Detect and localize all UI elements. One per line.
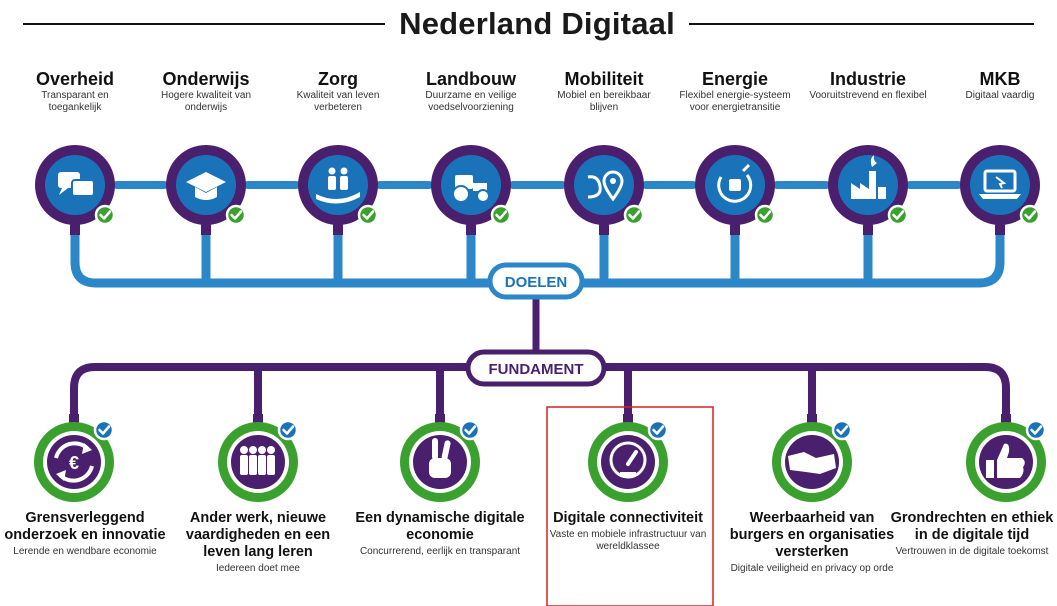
check-badge-icon [831,419,853,441]
goal-node [960,145,1041,235]
foundation-subtitle: Concurrerend, eerlijk en transparant [359,546,521,557]
goal-node [564,145,645,235]
foundation-subtitle: Vaste en mobiele infrastructuur van were… [549,529,707,552]
check-badge-icon [490,204,512,226]
highlight-box [546,406,714,606]
foundation-node [218,414,299,502]
foundation-label: Weerbaarheid van burgers en organisaties… [727,510,897,575]
goal-node [298,145,379,235]
factory-icon [851,155,886,199]
foundation-title: Digitale connectiviteit [553,510,703,526]
check-badge-icon [459,419,481,441]
check-badge-icon [754,204,776,226]
goal-node [828,145,909,235]
doelen-label: DOELEN [505,274,568,291]
foundation-subtitle: Iedereen doet mee [216,563,300,574]
svg-text:€: € [69,453,79,473]
title-rule-right [688,23,1034,25]
foundation-title: Grondrechten en ethiek in de digitale ti… [890,510,1054,543]
foundation-title: Een dynamische digitale economie [355,510,525,543]
page-title: Nederland Digitaal [399,6,675,41]
goal-title: Energie [701,69,769,89]
goal-subtitle: Transparant en toegankelijk [41,90,109,113]
tractor-icon [452,175,490,203]
thumbs-up-icon [986,443,1025,478]
goal-node [166,145,247,235]
check-badge-icon [1025,419,1047,441]
foundation-node [588,414,669,502]
goal-subtitle: Kwaliteit van leven verbeteren [296,90,380,113]
goal-title: Mobiliteit [564,69,644,89]
check-badge-icon [887,204,909,226]
speedometer-icon [609,441,647,479]
check-badge-icon [647,419,669,441]
victory-hand-icon [429,438,451,478]
goal-node [695,145,776,235]
check-badge-icon [1019,204,1041,226]
goal-subtitle: Hogere kwaliteit van onderwijs [160,90,252,113]
check-badge-icon [93,419,115,441]
foundation-connector-pipes [70,363,1010,424]
goal-subtitle: Digitaal vaardig [965,90,1035,101]
plug-icon [717,163,753,203]
foundation-label: Ander werk, nieuwe vaardigheden en een l… [173,510,343,575]
fundament-label: FUNDAMENT [489,361,584,378]
foundation-title: Ander werk, nieuwe vaardigheden en een l… [185,510,331,560]
check-badge-icon [277,419,299,441]
title-rule-left [23,23,386,25]
chat-bubbles-icon [58,172,95,197]
foundation-node [966,414,1047,502]
foundation-node: € [34,414,115,502]
title-bar: Nederland Digitaal [0,4,1057,44]
check-badge-icon [94,204,116,226]
foundation-subtitle: Vertrouwen in de digitale toekomst [895,546,1049,557]
goal-title: MKB [979,69,1021,89]
check-badge-icon [225,204,247,226]
check-badge-icon [623,204,645,226]
laptop-icon [979,169,1021,199]
doelen-hub: DOELEN [487,262,585,300]
goal-title: Zorg [318,69,358,89]
handshake-icon [788,452,836,474]
goal-subtitle: Flexibel energie-systeem voor energietra… [679,90,791,113]
people-group-icon [240,446,275,475]
goal-subtitle: Mobiel en bereikbaar blijven [557,90,651,113]
foundation-node [772,414,853,502]
foundation-label: Grondrechten en ethiek in de digitale ti… [887,510,1057,558]
goal-title: Onderwijs [162,69,250,89]
euro-cycle-icon: € [54,441,94,483]
goal-subtitle: Duurzame en veilige voedselvoorziening [425,90,517,113]
check-badge-icon [357,204,379,226]
route-pin-icon [587,170,624,202]
goal-node [431,145,512,235]
foundation-node [400,414,481,502]
goal-node [35,145,116,235]
fundament-hub: FUNDAMENT [465,349,607,387]
goal-title: Industrie [829,69,906,89]
care-hand-icon [316,167,360,204]
goal-connector-pipes [70,181,1005,288]
goal-title: Landbouw [426,69,516,89]
goal-subtitle: Vooruitstrevend en flexibel [809,90,927,101]
foundation-title: Weerbaarheid van burgers en organisaties… [729,510,895,560]
foundation-subtitle: Digitale veiligheid en privacy op orde [730,563,894,574]
foundation-title: Grensverleggend onderzoek en innovatie [4,510,166,543]
graduation-cap-icon [186,172,226,200]
foundation-subtitle: Lerende en wendbare economie [13,546,157,557]
goal-title: Overheid [35,69,115,89]
